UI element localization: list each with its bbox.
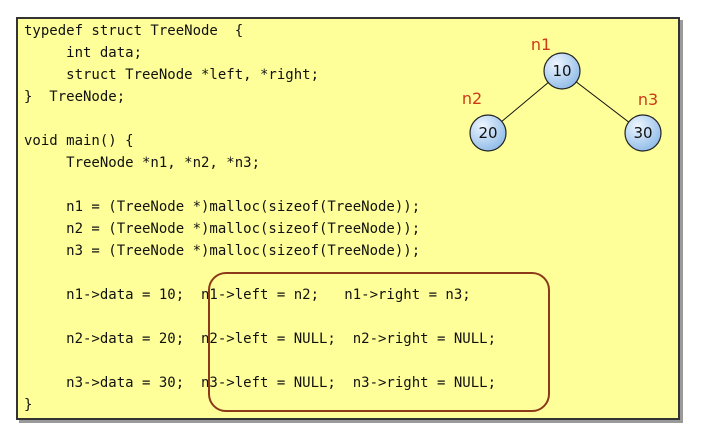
code-line: n1 = (TreeNode *)malloc(sizeof(TreeNode)… [24, 199, 421, 215]
code-line: n2 = (TreeNode *)malloc(sizeof(TreeNode)… [24, 221, 421, 237]
node-label-n1: n1 [531, 35, 551, 54]
node-value-n2: 20 [478, 124, 497, 142]
tree-node-n2 [469, 114, 507, 152]
code-line: TreeNode *n1, *n2, *n3; [24, 155, 261, 171]
code-line: n2->data = 20; n2->left = NULL; n2->righ… [24, 331, 497, 347]
node-label-n2: n2 [462, 89, 482, 108]
code-line: } [24, 397, 33, 413]
node-value-n1: 10 [552, 62, 571, 80]
code-block: typedef struct TreeNode { int data; stru… [24, 20, 496, 416]
tree-node-n1 [543, 52, 581, 90]
pointer-assignment-highlight [208, 272, 550, 412]
code-line: n1->data = 10; n1->left = n2; n1->right … [24, 287, 471, 303]
code-line: n3->data = 30; n3->left = NULL; n3->righ… [24, 375, 497, 391]
tree-node-n3 [624, 114, 662, 152]
code-line: } TreeNode; [24, 89, 126, 105]
code-line: n3 = (TreeNode *)malloc(sizeof(TreeNode)… [24, 243, 421, 259]
code-line: void main() { [24, 133, 134, 149]
node-value-n3: 30 [633, 124, 652, 142]
code-line: typedef struct TreeNode { [24, 23, 244, 39]
node-label-n3: n3 [638, 90, 658, 109]
code-line: struct TreeNode *left, *right; [24, 67, 320, 83]
code-line: int data; [24, 45, 143, 61]
